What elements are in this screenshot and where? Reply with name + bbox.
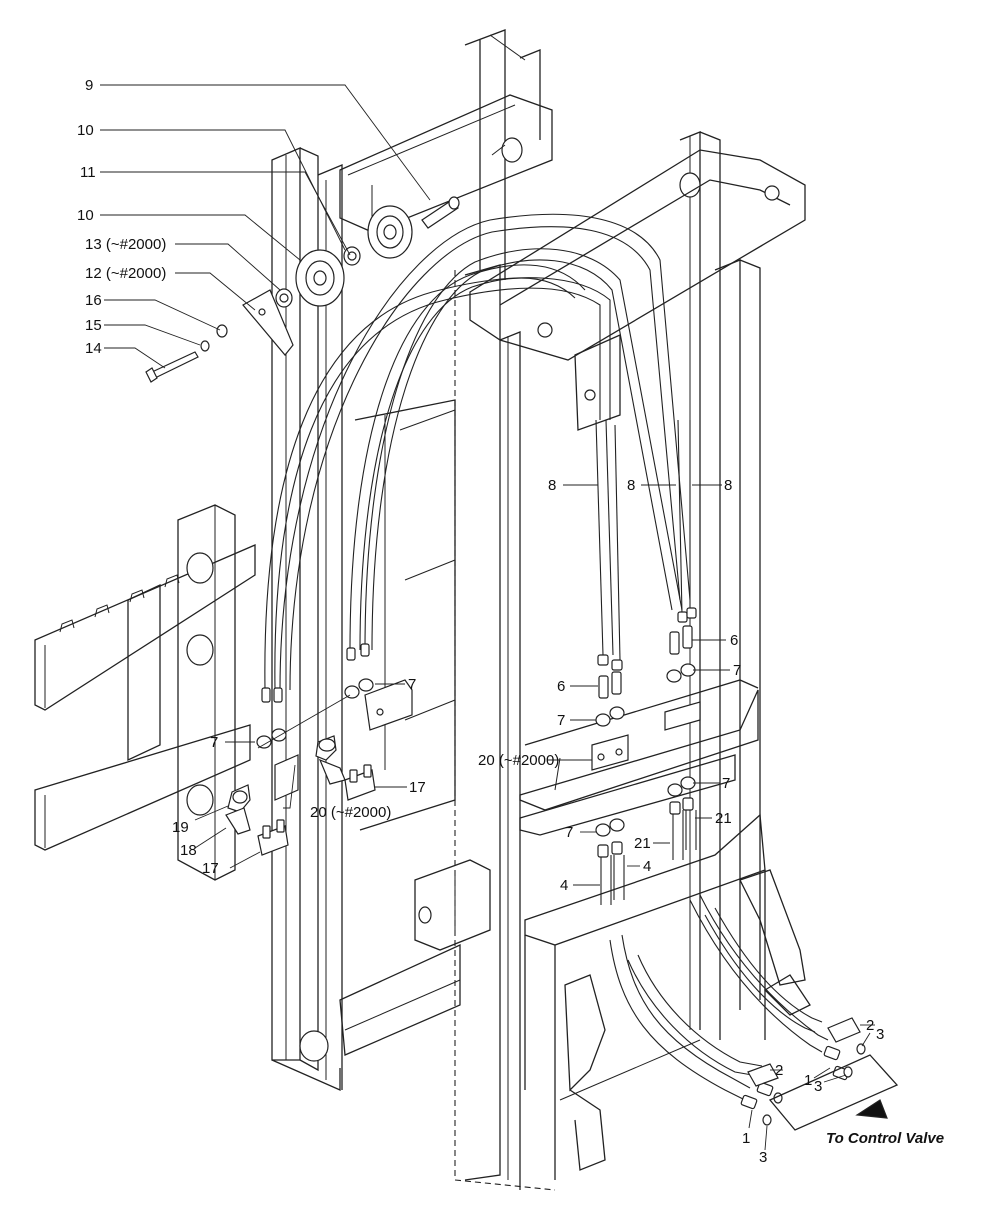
callout-2-lower: 2 bbox=[775, 1062, 783, 1079]
callout-7-left-upper: 7 bbox=[408, 676, 416, 693]
callout-13: 13 (~#2000) bbox=[85, 236, 166, 253]
adapter-2-lower bbox=[747, 1063, 779, 1087]
callout-3-middle: 3 bbox=[814, 1078, 822, 1095]
callout-7-lower: 7 bbox=[565, 824, 573, 841]
callout-7-left: 7 bbox=[210, 734, 218, 751]
adapter-2-upper bbox=[827, 1017, 861, 1043]
callout-10-upper: 10 bbox=[77, 122, 94, 139]
callout-4-right: 4 bbox=[643, 858, 651, 875]
callout-20-right: 20 (~#2000) bbox=[478, 752, 559, 769]
carriage-left bbox=[34, 399, 456, 881]
sheave-assembly bbox=[145, 196, 460, 383]
hoses bbox=[264, 213, 829, 1101]
callout-11: 11 bbox=[80, 164, 96, 181]
callout-3-upper: 3 bbox=[876, 1026, 884, 1043]
callout-19: 19 bbox=[172, 819, 189, 836]
leader-lines bbox=[100, 84, 875, 1151]
callout-6-left: 6 bbox=[557, 678, 565, 695]
callout-20-left: 20 (~#2000) bbox=[310, 804, 391, 821]
callout-8-b: 8 bbox=[627, 477, 635, 494]
callout-3-lower: 3 bbox=[759, 1149, 767, 1166]
bracket-12 bbox=[242, 289, 294, 356]
bolt-14 bbox=[151, 351, 199, 379]
callout-6-right: 6 bbox=[730, 632, 738, 649]
callout-2-upper: 2 bbox=[866, 1017, 874, 1034]
callout-15: 15 bbox=[85, 317, 102, 334]
callout-17-left: 17 bbox=[202, 860, 219, 877]
callout-10-lower: 10 bbox=[77, 207, 94, 224]
callout-1-upper: 1 bbox=[804, 1072, 812, 1089]
callout-7-center: 7 bbox=[557, 712, 565, 729]
o-ring bbox=[762, 1114, 772, 1126]
washer-16 bbox=[216, 324, 228, 338]
callout-7-right-lower: 7 bbox=[722, 775, 730, 792]
callout-21-right: 21 bbox=[715, 810, 732, 827]
callout-12: 12 (~#2000) bbox=[85, 265, 166, 282]
fittings bbox=[225, 607, 899, 1131]
pin-9 bbox=[421, 199, 459, 229]
arrow-icon bbox=[855, 1099, 888, 1119]
callout-7-right-upper: 7 bbox=[733, 662, 741, 679]
callout-labels: 9 10 11 10 13 (~#2000) 12 (~#2000) 16 15… bbox=[77, 77, 944, 1166]
callout-17-right: 17 bbox=[409, 779, 426, 796]
inner-mast-center bbox=[454, 131, 806, 1191]
callout-21-left: 21 bbox=[634, 835, 651, 852]
callout-16: 16 bbox=[85, 292, 102, 309]
callout-8-c: 8 bbox=[724, 477, 732, 494]
to-control-valve-label: To Control Valve bbox=[826, 1130, 944, 1147]
control-valve-plate bbox=[768, 1054, 899, 1131]
callout-4-left: 4 bbox=[560, 877, 568, 894]
callout-8-a: 8 bbox=[548, 477, 556, 494]
washer-15 bbox=[200, 340, 210, 352]
callout-1-lower: 1 bbox=[742, 1130, 750, 1147]
callout-14: 14 bbox=[85, 340, 102, 357]
callout-9: 9 bbox=[85, 77, 93, 94]
callout-18: 18 bbox=[180, 842, 197, 859]
